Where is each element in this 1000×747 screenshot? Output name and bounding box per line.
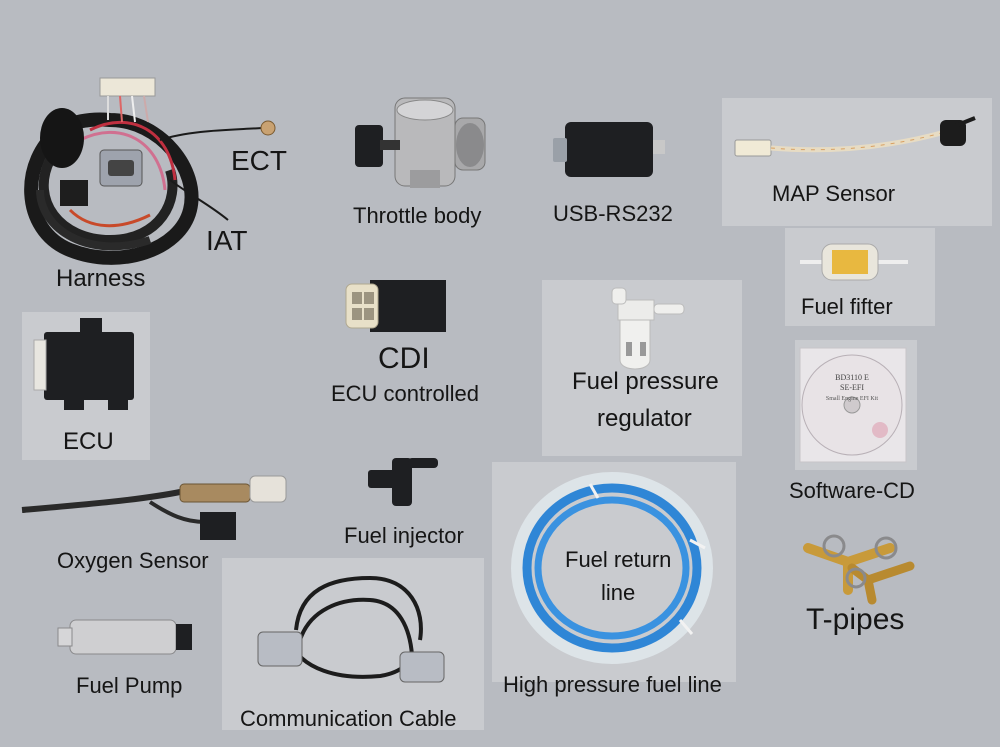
label-harness: Harness: [56, 265, 146, 292]
label-iat: IAT: [206, 225, 248, 256]
label-t-pipes: T-pipes: [806, 603, 905, 636]
label-fuel-pressure: Fuel pressure: [572, 368, 719, 395]
label-ecu: ECU: [63, 428, 114, 455]
throttle-body-image: [355, 97, 486, 188]
label-fuel-return: Fuel return: [565, 547, 672, 572]
label-throttle-body: Throttle body: [353, 203, 482, 228]
software-cd-image: BD3110 E SE-EFI Small Engine EFI Kit: [799, 347, 907, 463]
panel-map-sensor: [722, 98, 992, 226]
map-sensor-image: [734, 116, 976, 157]
label-oxygen-sensor: Oxygen Sensor: [57, 548, 209, 573]
usb-rs232-image: [553, 122, 665, 177]
harness-image: [24, 77, 276, 265]
label-line: line: [601, 580, 636, 605]
fuel-filter-image: [800, 243, 908, 281]
cd-label-line3: Small Engine EFI Kit: [826, 396, 878, 402]
label-cdi: CDI: [378, 342, 430, 375]
label-high-pressure-fuel-line: High pressure fuel line: [503, 672, 722, 697]
cd-label-line2: SE-EFI: [840, 383, 864, 392]
label-communication-cable: Communication Cable: [240, 706, 457, 731]
cd-label-line1: BD3110 E: [835, 373, 869, 382]
label-fuel-filter: Fuel fifter: [801, 294, 893, 319]
cdi-image: [345, 280, 446, 332]
t-pipes-image: [803, 534, 915, 605]
oxygen-sensor-image: [21, 475, 287, 540]
label-regulator: regulator: [597, 405, 692, 432]
label-map-sensor: MAP Sensor: [772, 181, 896, 206]
fuel-pressure-regulator-image: [611, 287, 685, 370]
fuel-injector-image: [368, 458, 438, 506]
label-ect: ECT: [231, 145, 287, 176]
fuel-pump-image: [57, 619, 192, 655]
ecu-image: [33, 318, 134, 410]
communication-cable-image: [257, 575, 445, 683]
label-fuel-pump: Fuel Pump: [76, 673, 183, 698]
label-usb-rs232: USB-RS232: [553, 201, 673, 226]
label-fuel-injector: Fuel injector: [344, 523, 464, 548]
fuel-line-image: [511, 472, 713, 664]
label-software-cd: Software-CD: [789, 478, 915, 503]
label-ecu-controlled: ECU controlled: [331, 381, 479, 406]
